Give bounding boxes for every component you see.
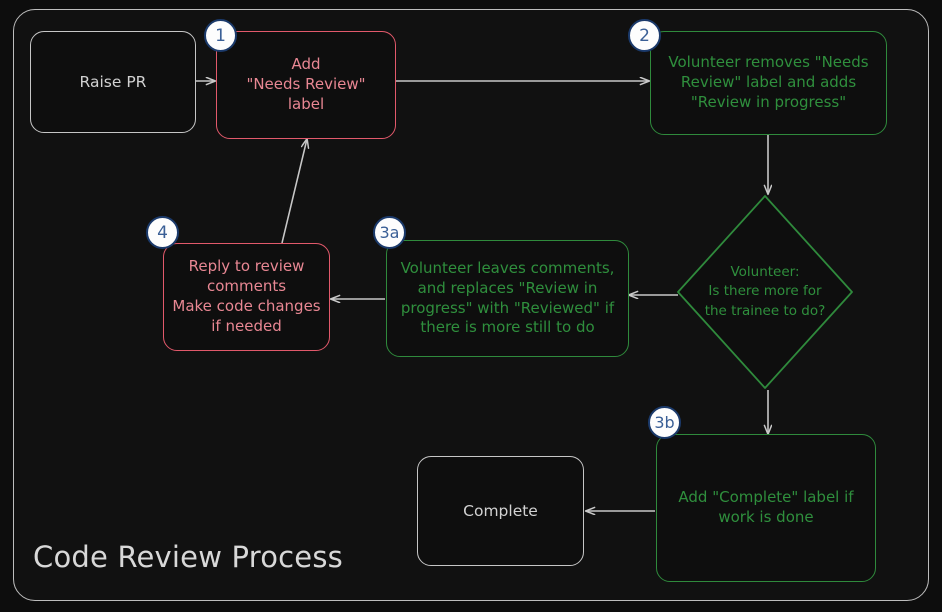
node-step-1-label: Add"Needs Review"label	[246, 55, 366, 113]
diagram-title: Code Review Process	[33, 540, 343, 574]
badge-step-2: 2	[628, 19, 661, 52]
badge-step-1: 1	[204, 19, 237, 52]
node-step-3a-label: Volunteer leaves comments,and replaces "…	[400, 258, 615, 337]
node-raise-pr-label: Raise PR	[79, 72, 147, 91]
badge-step-4: 4	[146, 216, 179, 249]
node-complete-label: Complete	[463, 501, 538, 520]
node-step-3a[interactable]: Volunteer leaves comments,and replaces "…	[386, 240, 629, 357]
badge-step-3b: 3b	[648, 406, 681, 439]
node-complete[interactable]: Complete	[417, 456, 584, 566]
node-raise-pr[interactable]: Raise PR	[30, 31, 196, 133]
node-step-1[interactable]: Add"Needs Review"label	[216, 31, 396, 139]
badge-step-3a: 3a	[373, 216, 406, 249]
